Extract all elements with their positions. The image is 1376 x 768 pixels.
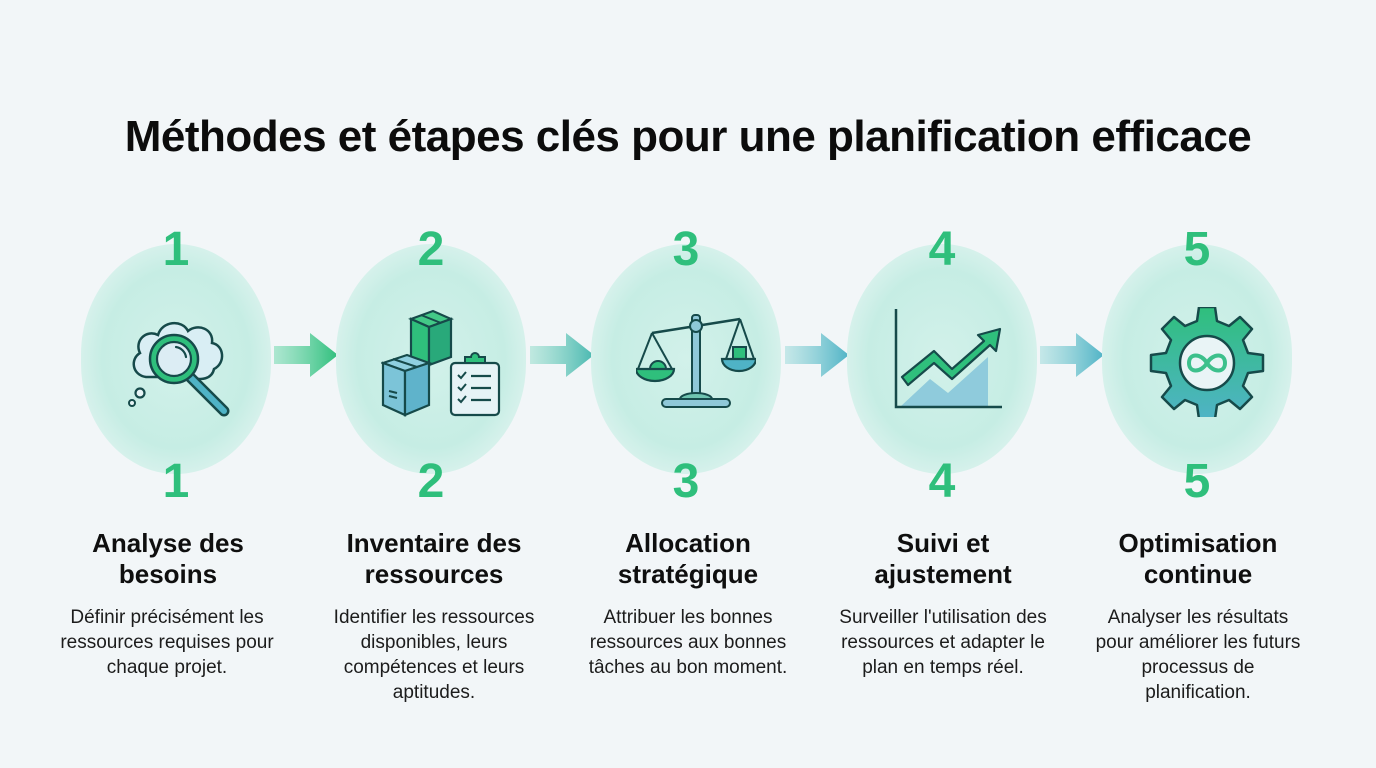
step-title: Suivi et ajustement	[818, 528, 1068, 590]
step-title-line: continue	[1143, 559, 1253, 589]
step-description: Identifier les ressources disponibles, l…	[333, 607, 535, 703]
magnifier-cloud-icon	[128, 322, 230, 417]
step-number-top: 3	[672, 223, 700, 276]
boxes-checklist-icon	[381, 309, 501, 417]
page-title: Méthodes et étapes clés pour une planifi…	[124, 112, 1252, 162]
arrow-right-icon	[1040, 333, 1104, 377]
step-title-line: stratégique	[617, 559, 759, 589]
step-title: Optimisation continue	[1073, 528, 1323, 590]
step-number-bottom: 3	[672, 455, 700, 508]
step-title: Analyse des besoins	[43, 528, 293, 590]
step-title-line: ressources	[364, 559, 504, 589]
step-description: Définir précisément les ressources requi…	[60, 607, 274, 678]
arrow-right-icon	[274, 333, 338, 377]
step-title: Allocation stratégique	[563, 528, 813, 590]
step-description: Surveiller l'utilisation des ressources …	[839, 607, 1047, 678]
step-title: Inventaire des ressources	[309, 528, 559, 590]
step-title-line: Inventaire des	[346, 528, 522, 558]
step-number-bottom: 2	[417, 455, 445, 508]
step-title-line: besoins	[118, 559, 218, 589]
step-number-top: 5	[1183, 223, 1211, 276]
step-title-line: ajustement	[874, 559, 1012, 589]
step-number-top: 1	[162, 223, 190, 276]
arrow-right-icon	[530, 333, 594, 377]
step-description: Analyser les résultats pour améliorer le…	[1095, 607, 1301, 703]
step-description: Attribuer les bonnes ressources aux bonn…	[588, 607, 788, 678]
step-title-line: Allocation	[625, 528, 751, 558]
step-number-bottom: 4	[928, 455, 956, 508]
step-title-line: Suivi et	[896, 528, 990, 558]
arrow-right-icon	[785, 333, 849, 377]
step-number-bottom: 1	[162, 455, 190, 508]
step-title-line: Optimisation	[1118, 528, 1278, 558]
step-number-top: 2	[417, 223, 445, 276]
balance-scale-icon	[636, 314, 756, 408]
step-number-top: 4	[928, 223, 956, 276]
step-title-line: Analyse des	[92, 528, 244, 558]
step-number-bottom: 5	[1183, 455, 1211, 508]
growth-chart-icon	[894, 309, 1002, 409]
gear-infinity-icon	[1149, 307, 1265, 417]
